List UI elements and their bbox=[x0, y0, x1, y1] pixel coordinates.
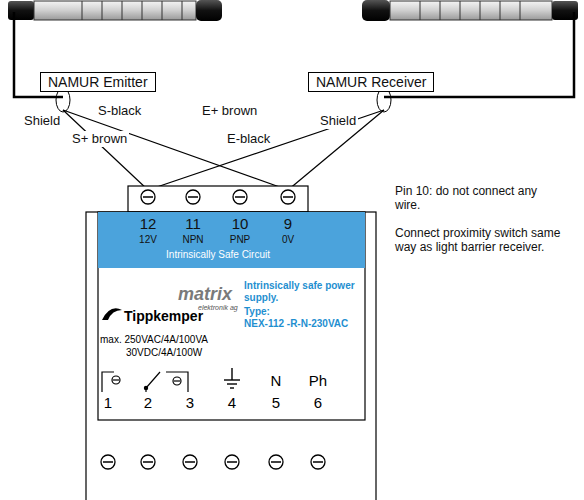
terminal-label: NPN bbox=[182, 234, 203, 246]
power-supply-panel: matrixelektronik agTippkemper Intrinsical… bbox=[86, 212, 376, 500]
intrinsically-safe-band: 12 11 10 9 12V NPN PNP 0V Intrinsically Safe Cir… bbox=[98, 212, 365, 268]
wire-label: E+ brown bbox=[200, 103, 259, 119]
terminal-label: 12V bbox=[139, 234, 157, 246]
sensor-name: NAMUR Receiver bbox=[316, 74, 426, 90]
wire-label: Shield bbox=[22, 113, 62, 129]
namur-emitter-sensor bbox=[8, 0, 222, 21]
terminal-screws bbox=[141, 190, 295, 204]
panel-text: max. 250VAC/4A/100VA bbox=[100, 334, 208, 346]
terminal-label: 10 bbox=[232, 215, 249, 232]
wire-label: Shield bbox=[318, 113, 358, 129]
ground-symbol bbox=[224, 368, 240, 388]
panel-text: NEX-112 -R-N-230VAC bbox=[244, 318, 348, 330]
wire-label: S+ brown bbox=[70, 131, 129, 147]
panel-text: 30VDC/4A/100W bbox=[126, 347, 202, 359]
panel-text: 2 bbox=[144, 394, 152, 411]
terminal-label: Intrinsically Safe Circuit bbox=[166, 249, 270, 261]
panel-text: 5 bbox=[272, 394, 280, 411]
power-supply-housing bbox=[86, 186, 376, 500]
wire-label: S-black bbox=[96, 103, 143, 119]
namur-receiver-sensor bbox=[362, 0, 578, 21]
tippkemper-logo-icon bbox=[102, 308, 122, 320]
panel-text: 6 bbox=[314, 394, 322, 411]
wires bbox=[63, 110, 384, 190]
terminal-screws bbox=[101, 455, 325, 469]
panel-text: matrix bbox=[178, 284, 232, 305]
relay-contact-symbols bbox=[102, 372, 188, 392]
panel-text: N bbox=[271, 372, 282, 389]
panel-text: Intrinsically safe power supply. bbox=[244, 280, 356, 303]
panel-text: 3 bbox=[186, 394, 194, 411]
sensor-label-box: NAMUR Receiver bbox=[308, 72, 434, 92]
terminal-label: 12 bbox=[140, 215, 157, 232]
terminal-label: PNP bbox=[230, 234, 251, 246]
panel-text: 1 bbox=[104, 394, 112, 411]
note-text: Connect proximity switch same way as lig… bbox=[393, 226, 567, 255]
terminal-label: 9 bbox=[284, 215, 292, 232]
panel-text: Tippkemper bbox=[124, 308, 203, 324]
panel-text: elektronik ag bbox=[198, 304, 238, 312]
panel-text: Ph bbox=[309, 372, 327, 389]
sensor-label-box: NAMUR Emitter bbox=[40, 72, 156, 92]
terminal-label: 11 bbox=[185, 215, 201, 232]
sensor-name: NAMUR Emitter bbox=[48, 74, 148, 90]
panel-text: Type: bbox=[244, 306, 270, 318]
wire-label: E-black bbox=[225, 131, 272, 147]
panel-text: 4 bbox=[228, 394, 236, 411]
terminal-label: 0V bbox=[282, 234, 294, 246]
note-text: Pin 10: do not connect any wire. bbox=[393, 184, 567, 213]
